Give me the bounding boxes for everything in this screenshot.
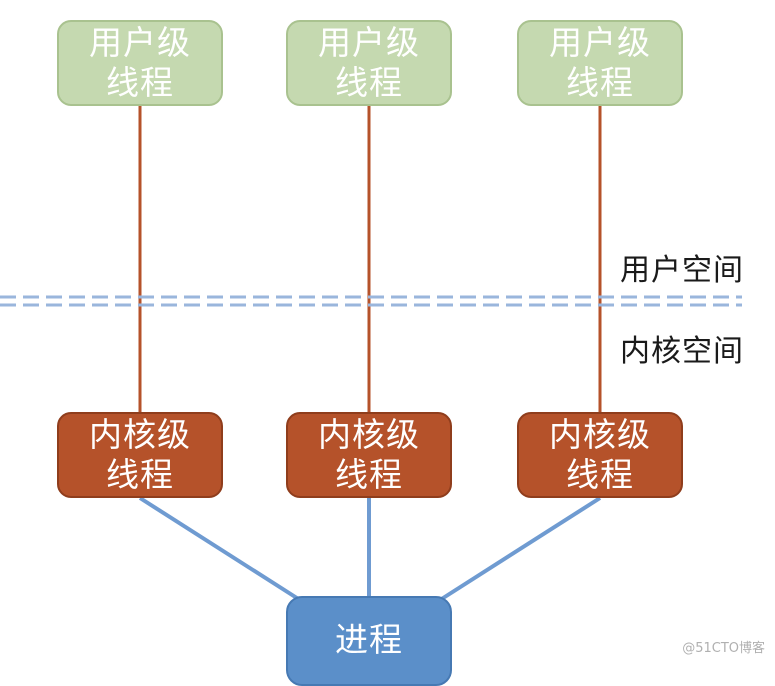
kernel-thread-label-line2: 线程 (566, 455, 634, 494)
link-kernel-process-3 (438, 496, 602, 602)
user-thread-label-line1: 用户级 (549, 23, 651, 62)
user-thread-node-2: 用户级 线程 (286, 20, 452, 106)
kernel-thread-label-line2: 线程 (106, 455, 174, 494)
kernel-thread-node-2: 内核级 线程 (286, 412, 452, 498)
user-thread-label-line1: 用户级 (318, 23, 420, 62)
kernel-thread-label-line1: 内核级 (318, 415, 420, 454)
process-node: 进程 (286, 596, 452, 686)
process-label: 进程 (335, 620, 403, 659)
user-thread-label-line2: 线程 (335, 63, 403, 102)
kernel-thread-node-1: 内核级 线程 (57, 412, 223, 498)
kernel-thread-label-line2: 线程 (335, 455, 403, 494)
kernel-thread-label-line1: 内核级 (89, 415, 191, 454)
user-thread-label-line2: 线程 (106, 63, 174, 102)
diagram-canvas (0, 106, 742, 602)
user-space-label: 用户空间 (620, 253, 744, 288)
kernel-space-label: 内核空间 (620, 334, 744, 369)
link-kernel-process-1 (138, 496, 302, 602)
user-thread-node-3: 用户级 线程 (517, 20, 683, 106)
kernel-thread-node-3: 内核级 线程 (517, 412, 683, 498)
watermark: @51CTO博客 (682, 641, 765, 656)
kernel-thread-label-line1: 内核级 (549, 415, 651, 454)
user-thread-label-line1: 用户级 (89, 23, 191, 62)
user-thread-label-line2: 线程 (566, 63, 634, 102)
user-thread-node-1: 用户级 线程 (57, 20, 223, 106)
